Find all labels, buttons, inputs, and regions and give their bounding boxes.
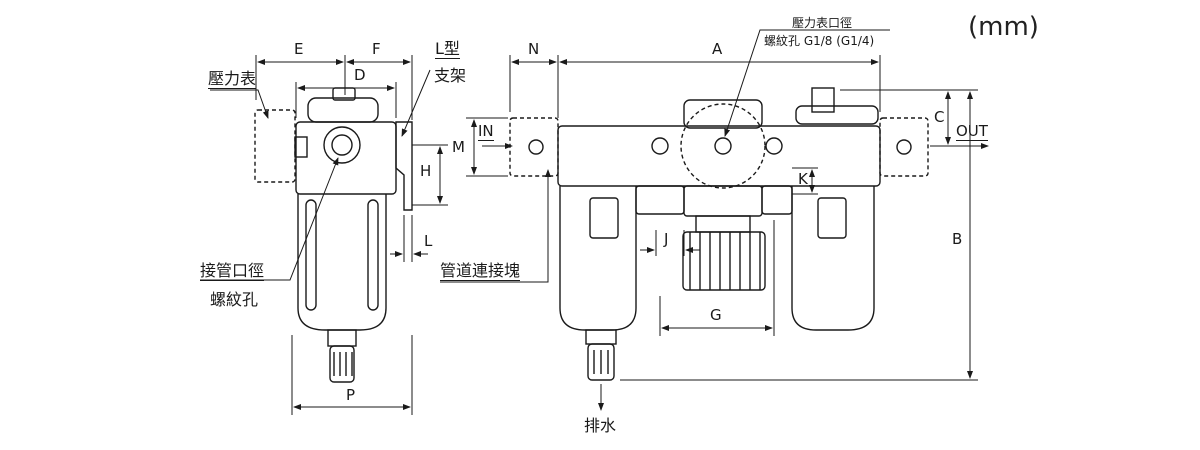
regulator-body: [683, 185, 763, 217]
gauge-dashed-circle: [680, 103, 766, 189]
filter-bowl: [559, 186, 637, 331]
pressure-gauge-outline: [254, 109, 296, 183]
filter-drain: [587, 343, 615, 381]
label-thread-hole: 螺紋孔: [210, 290, 259, 309]
lubricator-top: [795, 105, 879, 125]
dim-C: C: [934, 108, 945, 126]
side-bowl-window-left: [305, 199, 317, 311]
label-out: OUT: [956, 122, 988, 141]
label-manifold-block: 管道連接塊: [440, 261, 521, 281]
side-port-inner: [331, 134, 353, 156]
dim-D: D: [354, 66, 366, 84]
label-l-bracket: L型: [435, 39, 460, 59]
lubricator-bowl: [791, 186, 875, 331]
side-body: [295, 121, 397, 195]
dim-K: K: [798, 170, 808, 188]
dim-F: F: [372, 40, 381, 58]
gauge-stem: [294, 136, 308, 158]
dim-H: H: [420, 162, 432, 180]
dim-L: L: [424, 232, 433, 250]
label-drain: 排水: [584, 416, 617, 435]
lubricator-cap: [811, 87, 835, 113]
label-port-size: 接管口徑: [200, 261, 265, 281]
regulator-knob: [682, 231, 766, 291]
dim-A: A: [712, 40, 723, 58]
regulator-cap: [683, 99, 763, 129]
front-view: [440, 29, 989, 411]
l-bracket: [395, 121, 413, 211]
label-bracket: 支架: [434, 66, 467, 85]
side-view: [200, 55, 448, 415]
dim-J: J: [664, 230, 669, 248]
side-drain: [329, 345, 355, 383]
unit-body: [557, 125, 881, 187]
unit-label: (mm): [968, 12, 1039, 42]
dim-N: N: [528, 40, 540, 58]
side-port-outer: [323, 126, 361, 164]
dim-G: G: [710, 306, 722, 324]
dim-P: P: [346, 386, 356, 404]
manifold-block-right: [879, 117, 929, 177]
dim-B: B: [952, 230, 963, 248]
label-gauge-port-size: 壓力表口徑: [792, 16, 853, 30]
dim-M: M: [452, 138, 465, 156]
label-pressure-gauge: 壓力表: [208, 69, 257, 89]
manifold-block-left: [509, 117, 559, 177]
label-gauge-thread: 螺紋孔 G1/8 (G1/4): [764, 34, 875, 48]
side-bowl-window-right: [367, 199, 379, 311]
side-top-cap: [307, 97, 379, 123]
label-in: IN: [478, 122, 494, 141]
side-drain-neck: [327, 329, 357, 347]
dim-E: E: [294, 40, 304, 58]
